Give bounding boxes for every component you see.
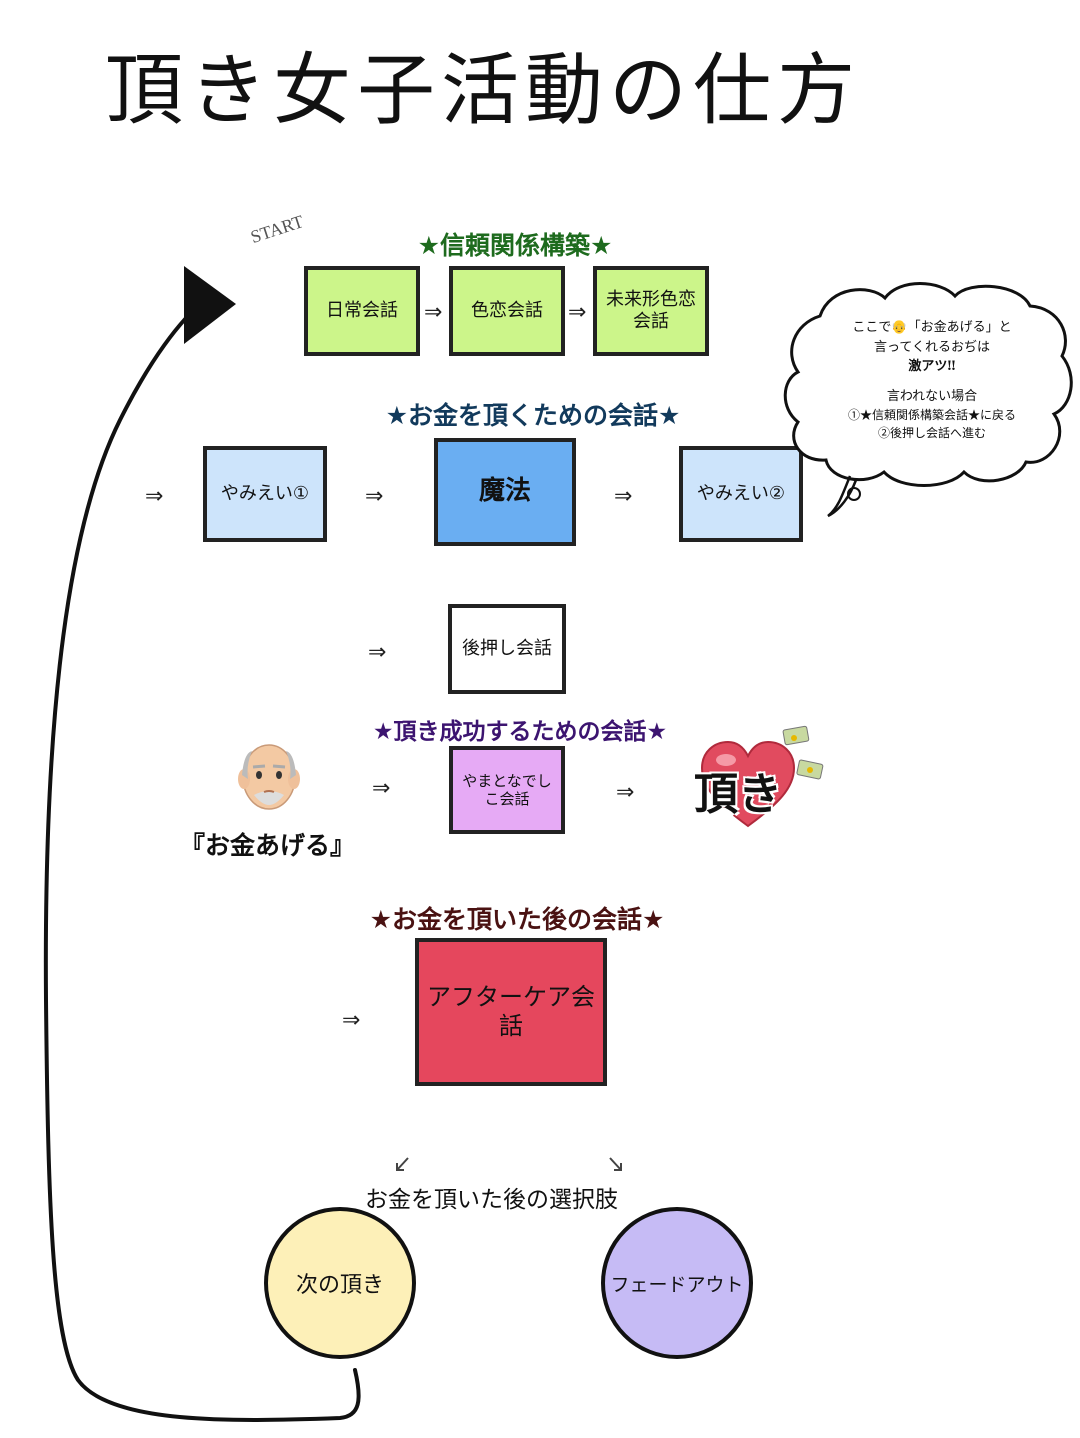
heading-success: ★頂き成功するための会話★ — [372, 719, 668, 745]
circle-next-itadaki: 次の頂き — [264, 1207, 416, 1359]
box-yamiei-1: やみえい① — [203, 446, 327, 542]
heading-money: ★お金を頂くための会話★ — [385, 401, 681, 430]
money-bag-icon — [782, 725, 824, 780]
cloud-line-6: ②後押し会話へ進む — [877, 426, 986, 440]
heading-trust: ★信頼関係構築★ — [417, 231, 613, 260]
box-magic: 魔法 — [434, 438, 576, 546]
cloud-line-5: ①★信頼関係構築会話★に戻る — [847, 408, 1016, 422]
cloud-line-1: ここで👴「お金あげる」と — [852, 320, 1012, 335]
arrow: ⇒ — [616, 780, 635, 805]
old-man-icon — [238, 744, 300, 810]
cloud-line-2: 言ってくれるおぢは — [874, 339, 990, 355]
cloud-text: ここで👴「お金あげる」と 言ってくれるおぢは 激アツ‼ 言われない場合 ①★信頼… — [812, 318, 1052, 442]
box-yamiei-2: やみえい② — [679, 446, 803, 542]
arrow: ⇒ — [342, 1008, 361, 1033]
arrow: ⇒ — [424, 300, 443, 325]
itadaki-sticker-text: 頂き — [694, 769, 782, 820]
heart-icon — [700, 740, 796, 828]
arrow-down-right-icon — [609, 1157, 622, 1171]
cloud-line-4: 言われない場合 — [886, 388, 978, 404]
arrow: ⇒ — [368, 640, 387, 665]
page-title: 頂き女子活動の仕方 — [105, 46, 862, 136]
arrow: ⇒ — [568, 300, 587, 325]
box-push-conversation: 後押し会話 — [448, 604, 566, 694]
box-romance-conversation: 色恋会話 — [449, 266, 565, 356]
choices-label: お金を頂いた後の選択肢 — [365, 1187, 618, 1213]
old-man-quote: 『お金あげる』 — [180, 831, 356, 860]
heading-after: ★お金を頂いた後の会話★ — [369, 905, 665, 934]
thought-cloud — [783, 282, 1073, 518]
arrow: ⇒ — [372, 776, 391, 801]
arrow: ⇒ — [365, 484, 384, 509]
box-yamatonadeshiko-conversation: やまとなでしこ会話 — [449, 746, 565, 834]
arrow: ⇒ — [614, 484, 633, 509]
box-future-romance-conversation: 未来形色恋会話 — [593, 266, 709, 356]
arrow: ⇒ — [145, 484, 164, 509]
arrow-down-left-icon — [396, 1157, 409, 1171]
box-daily-conversation: 日常会話 — [304, 266, 420, 356]
box-aftercare-conversation: アフターケア会話 — [415, 938, 607, 1086]
circle-fade-out: フェードアウト — [601, 1207, 753, 1359]
cloud-line-3: 激アツ‼ — [908, 359, 956, 374]
start-label: START — [248, 211, 306, 248]
